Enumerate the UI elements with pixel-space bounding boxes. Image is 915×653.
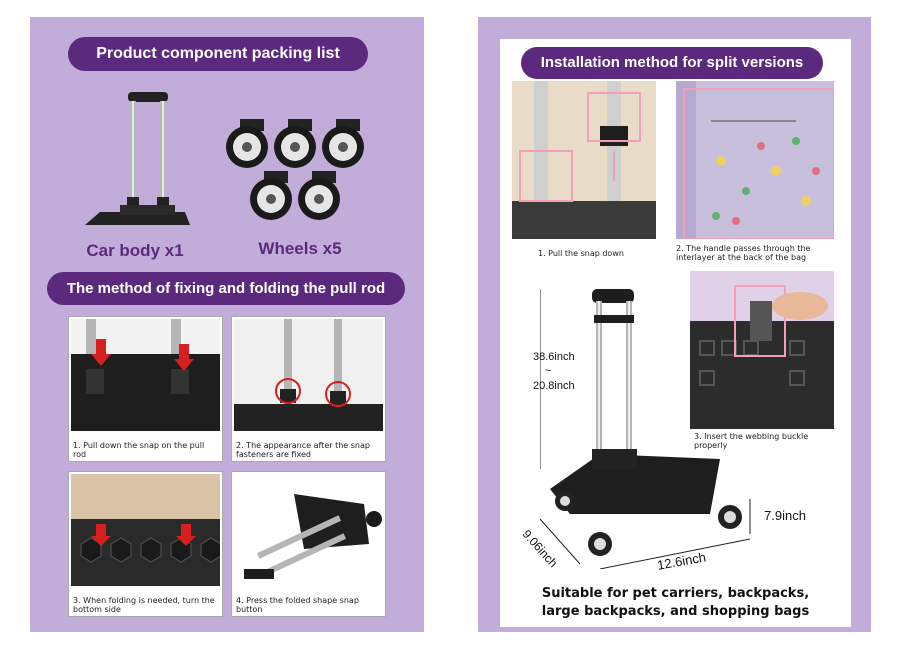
height-min-label: 20.8inch: [533, 380, 575, 392]
suitable-line-1: Suitable for pet carriers, backpacks,: [541, 586, 810, 601]
step-4-caption: 4. Press the folded shape snap button: [236, 596, 359, 614]
step-4-photo: [234, 474, 383, 586]
step-3-caption: 3. When folding is needed, turn the bott…: [73, 596, 215, 614]
step-1-caption: 1. Pull down the snap on the pull rod: [73, 441, 205, 459]
step-card-1: 1. Pull down the snap on the pull rod: [68, 316, 223, 462]
method-title: The method of fixing and folding the pul…: [47, 272, 405, 305]
left-panel: Product component packing list Car body …: [30, 17, 424, 632]
install-photo-3: [690, 271, 834, 429]
trolley-image: [85, 92, 190, 225]
step-2-caption: 2. The appearance after the snap fastene…: [236, 441, 370, 459]
trolley-dimension-image: [540, 289, 751, 569]
install-step-1: 1. Pull the snap down: [538, 249, 624, 258]
install-step-2: 2. The handle passes through the interla…: [676, 244, 811, 262]
wheels-image: [226, 119, 364, 220]
wheels-label: Wheels x5: [258, 239, 342, 258]
right-panel: Installation method for split versions 1…: [478, 17, 871, 632]
height-sep-label: ~: [545, 365, 552, 377]
base-height-label: 7.9inch: [764, 508, 806, 523]
step-card-2: 2. The appearance after the snap fastene…: [231, 316, 386, 462]
right-content: Installation method for split versions 1…: [500, 39, 851, 627]
suitable-text: Suitable for pet carriers, backpacks, la…: [500, 585, 851, 621]
step-card-4: 4. Press the folded shape snap button: [231, 471, 386, 617]
step-card-3: 3. When folding is needed, turn the bott…: [68, 471, 223, 617]
step-1-photo: [71, 319, 220, 431]
packing-list-title: Product component packing list: [68, 37, 368, 71]
height-max-label: 38.6inch: [533, 351, 575, 363]
install-title: Installation method for split versions: [521, 47, 823, 79]
install-photo-2: [676, 81, 835, 240]
suitable-line-2: large backpacks, and shopping bags: [541, 604, 810, 619]
install-step-3: 3. Insert the webbing buckle properly: [694, 432, 809, 450]
step-2-photo: [234, 319, 383, 431]
step-3-photo: [71, 474, 220, 586]
install-photo-1: [512, 81, 656, 239]
car-body-label: Car body x1: [86, 241, 184, 260]
